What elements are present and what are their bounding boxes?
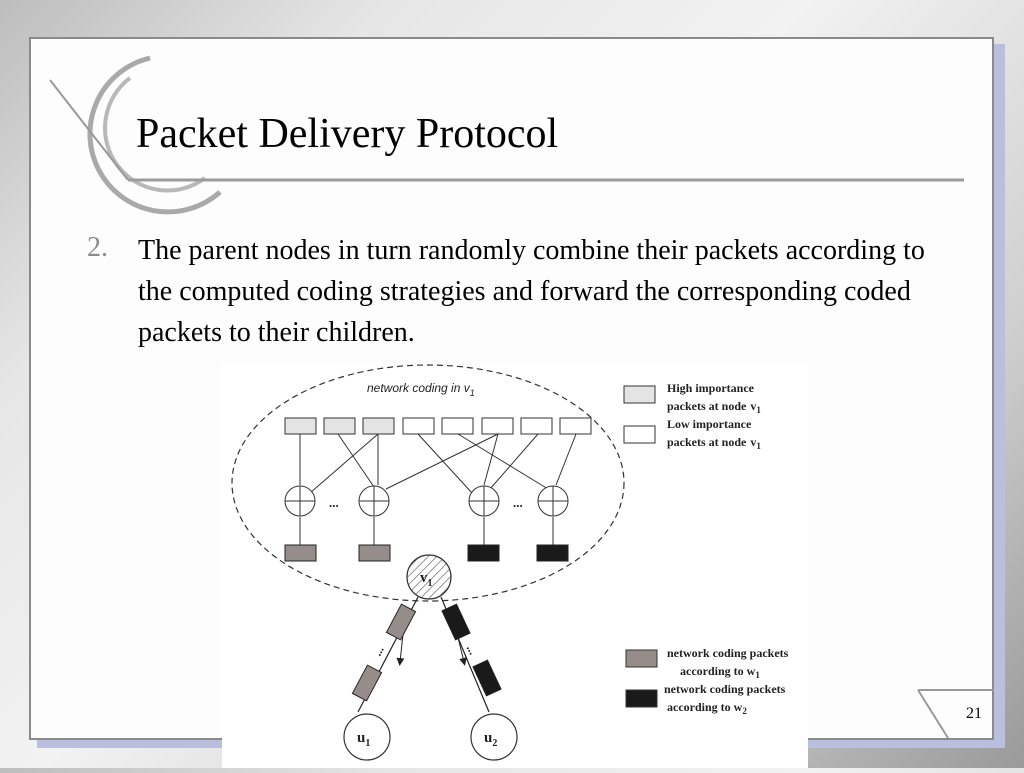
legend-w2-line1: network coding packets	[664, 682, 786, 696]
packet-high	[362, 417, 395, 435]
node-v1-label: v1	[420, 570, 433, 589]
node-v1	[406, 554, 452, 600]
packet-low	[559, 417, 592, 435]
packet-high	[323, 417, 356, 435]
legend-swatch-w1	[625, 649, 658, 668]
xor-node-icon	[284, 485, 316, 517]
xor-combiners	[284, 485, 569, 517]
bullet-number: 2.	[87, 232, 108, 263]
legend-swatch-w2	[625, 689, 658, 708]
coded-packet-w1	[351, 664, 383, 702]
coded-packets	[284, 544, 569, 562]
packet-low	[402, 417, 435, 435]
legend-swatch-high	[623, 385, 656, 404]
coded-packet-w1	[385, 603, 417, 641]
coded-packet-w2	[472, 659, 502, 697]
region-label: network coding in v1	[367, 381, 475, 398]
node-u1	[343, 713, 391, 761]
packet-high	[284, 417, 317, 435]
legend-w1-line1: network coding packets	[667, 646, 789, 660]
node-u1-label: u1	[357, 730, 370, 749]
network-coding-region	[231, 364, 625, 602]
legend-swatch-low	[623, 425, 656, 444]
packet-low	[441, 417, 474, 435]
ellipsis-right: ...	[513, 495, 523, 510]
packet-low	[481, 417, 514, 435]
source-packets	[284, 417, 592, 435]
coded-packet-w1	[358, 544, 391, 562]
network-coding-figure: network coding in v1	[222, 363, 808, 768]
packet-low	[520, 417, 553, 435]
legend-w2-line2: according to w2	[667, 700, 747, 716]
coded-packet-w1	[284, 544, 317, 562]
ellipsis-u1: ...	[370, 644, 387, 659]
node-u2	[470, 713, 518, 761]
legend-low-line1: Low importance	[667, 417, 752, 431]
legend-w1-line2: according to w1	[680, 664, 760, 680]
xor-node-icon	[537, 485, 569, 517]
page-number: 21	[966, 705, 982, 722]
ellipsis-left: ...	[329, 495, 339, 510]
network-coding-diagram: network coding in v1	[231, 364, 789, 761]
coded-packet-w2	[467, 544, 500, 562]
packets-to-u1	[351, 603, 417, 702]
legend-high-line1: High importance	[667, 381, 755, 395]
node-u2-label: u2	[484, 730, 497, 749]
coded-packet-w2	[536, 544, 569, 562]
coding-connections	[299, 433, 577, 545]
ellipsis-u2: ...	[464, 642, 481, 657]
packets-to-u2	[441, 603, 502, 697]
coded-packet-w2	[441, 603, 471, 641]
slide-title: Packet Delivery Protocol	[136, 111, 559, 157]
xor-node-icon	[358, 485, 390, 517]
xor-node-icon	[468, 485, 500, 517]
bullet-text: The parent nodes in turn randomly combin…	[138, 235, 925, 348]
